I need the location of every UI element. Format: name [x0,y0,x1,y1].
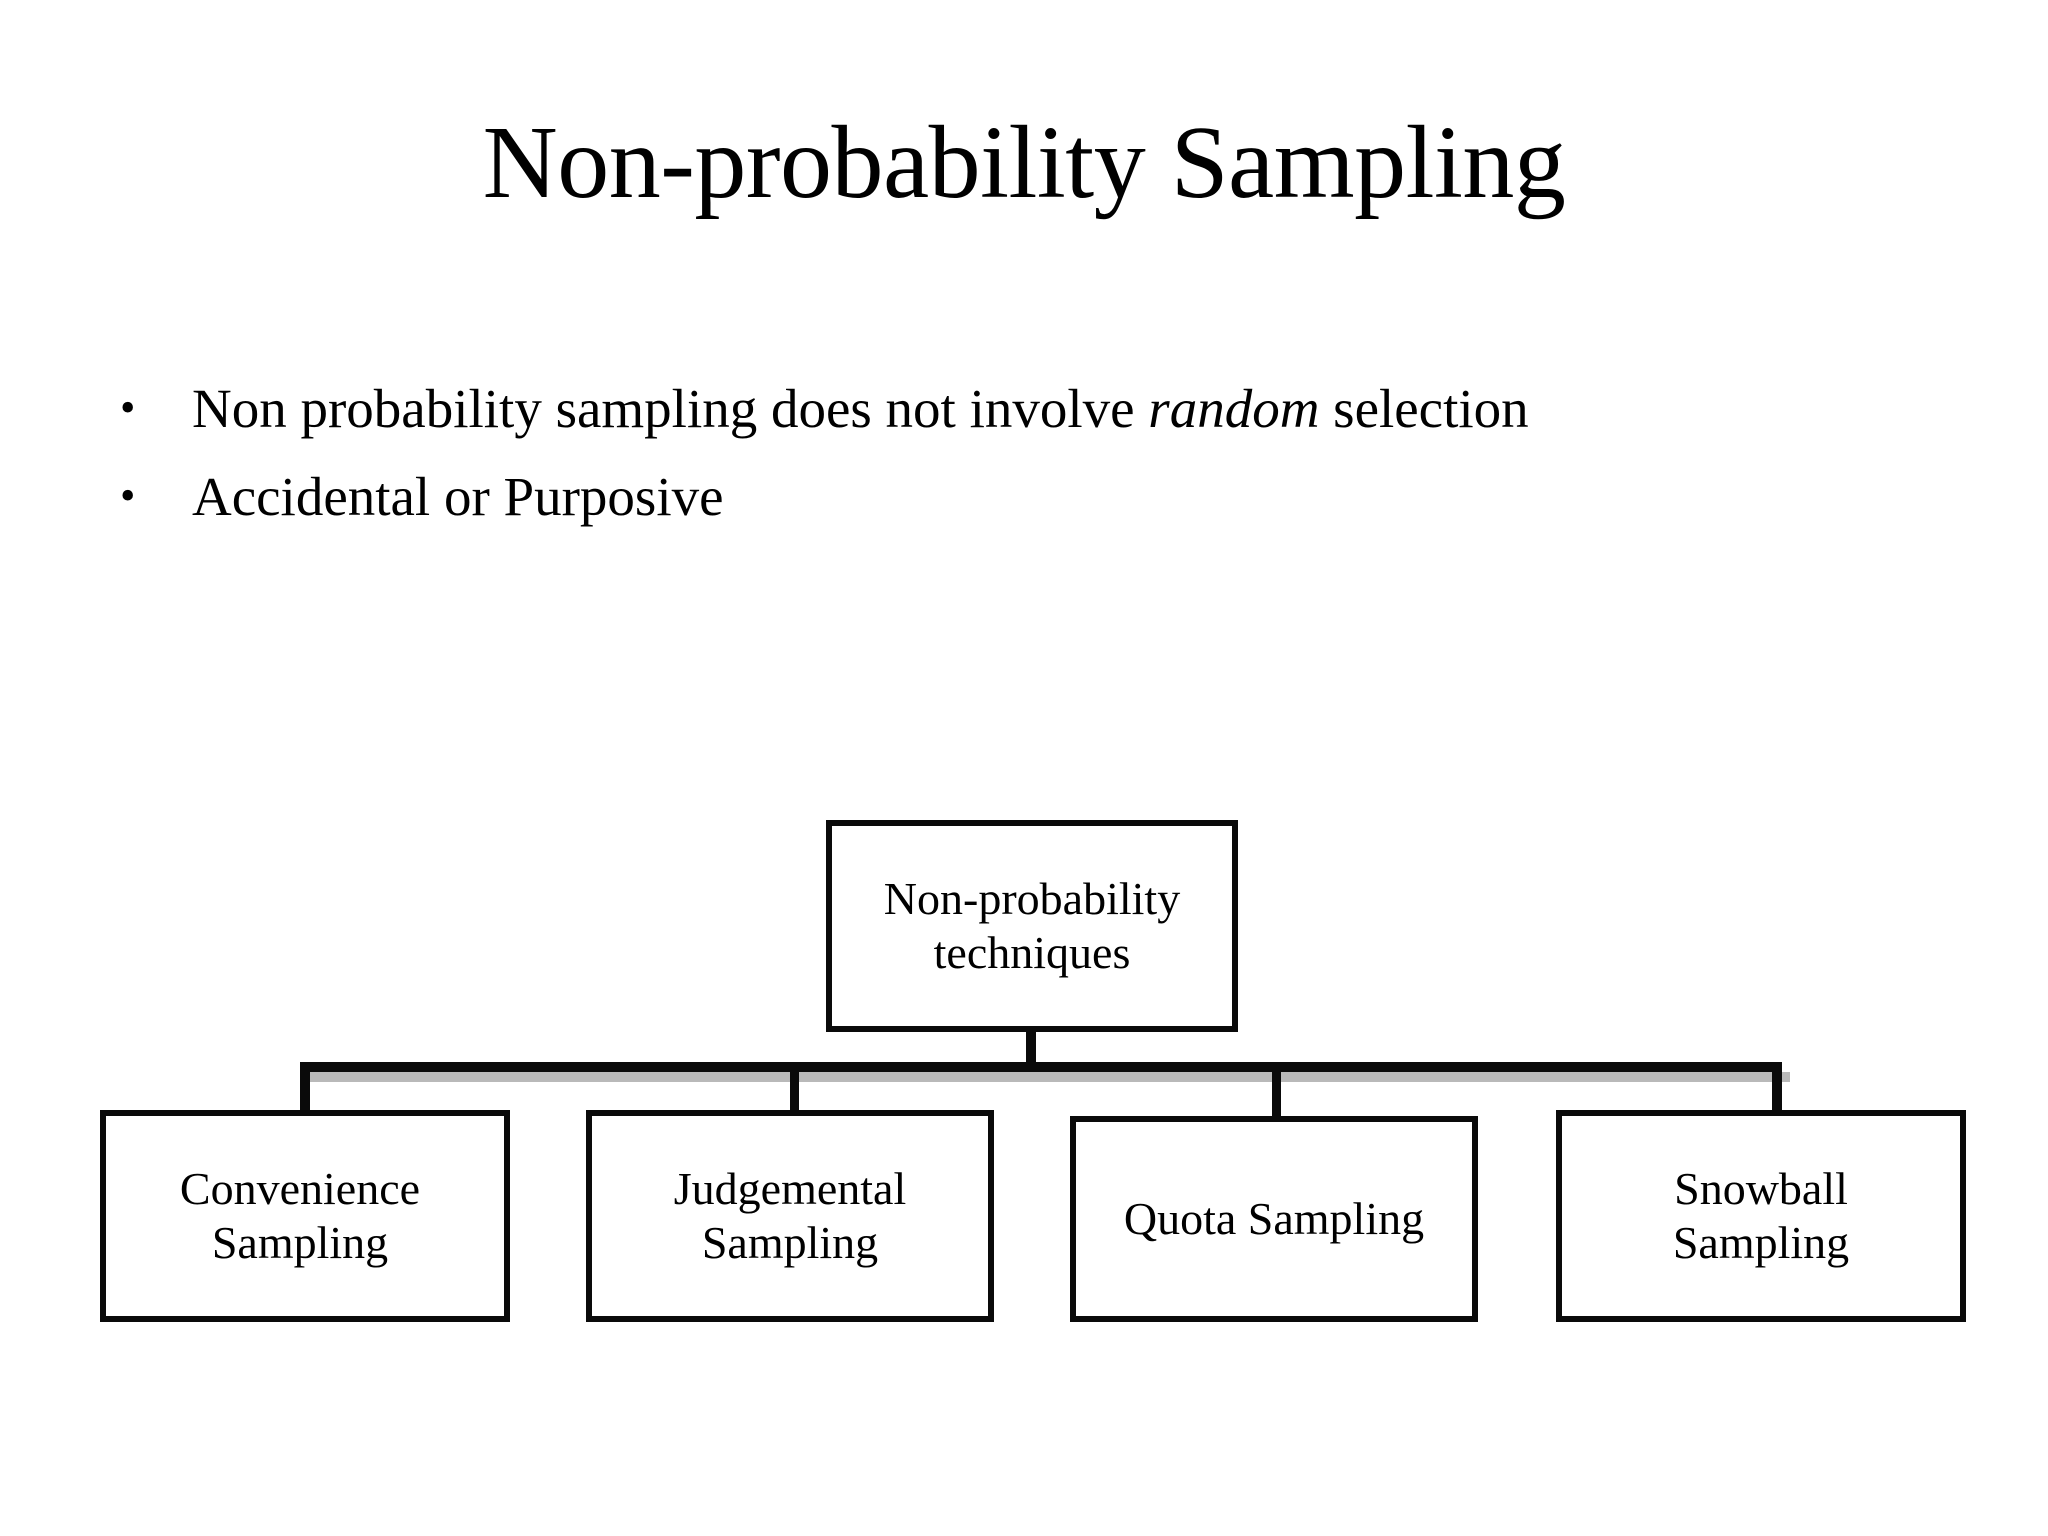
node-leaf-0-line2: Sampling [211,1217,389,1268]
node-leaf-1-label: Judgemental Sampling [592,1162,988,1271]
bullet-item-1: • Accidental or Purposive [112,460,1972,534]
connector-root-stem [1026,1028,1036,1070]
connector-rail-shadow [308,1072,1790,1082]
bullet-text-before-1: Accidental or Purposive [192,466,724,528]
node-leaf-3-label: Snowball Sampling [1562,1162,1960,1271]
node-root-label: Non-probability techniques [832,872,1232,981]
node-quota-sampling[interactable]: Quota Sampling [1070,1116,1478,1322]
bullet-marker-icon: • [120,471,136,521]
connector-drop-snowball [1772,1062,1782,1118]
node-leaf-3-line2: Sampling [1672,1217,1850,1268]
node-root-line2: techniques [933,927,1131,978]
node-leaf-0-line1: Convenience [179,1162,421,1214]
node-root-line1: Non-probability [883,872,1181,924]
bullet-list: • Non probability sampling does not invol… [112,372,1972,549]
bullet-text-after-0: selection [1319,378,1529,439]
node-judgemental-sampling[interactable]: Judgemental Sampling [586,1110,994,1322]
node-leaf-2-line1: Quota Sampling [1123,1192,1425,1244]
node-leaf-0-label: Convenience Sampling [106,1162,504,1271]
connector-drop-judgemental [790,1062,799,1118]
node-leaf-1-line2: Sampling [701,1217,879,1268]
connector-drop-quota [1272,1062,1281,1124]
bullet-marker-icon: • [120,383,136,432]
node-convenience-sampling[interactable]: Convenience Sampling [100,1110,510,1322]
node-snowball-sampling[interactable]: Snowball Sampling [1556,1110,1966,1322]
node-leaf-3-line1: Snowball [1674,1162,1848,1214]
bullet-emphasis-0: random [1148,378,1320,439]
node-non-probability-techniques[interactable]: Non-probability techniques [826,820,1238,1032]
connector-drop-convenience [300,1062,310,1118]
connector-horizontal-rail [300,1062,1782,1072]
bullet-text-before-0: Non probability sampling does not involv… [192,378,1149,439]
node-leaf-1-line1: Judgemental [673,1162,907,1214]
page-title: Non-probability Sampling [482,105,1566,220]
node-leaf-2-label: Quota Sampling [1076,1192,1472,1246]
bullet-item-0: • Non probability sampling does not invol… [112,372,1972,446]
